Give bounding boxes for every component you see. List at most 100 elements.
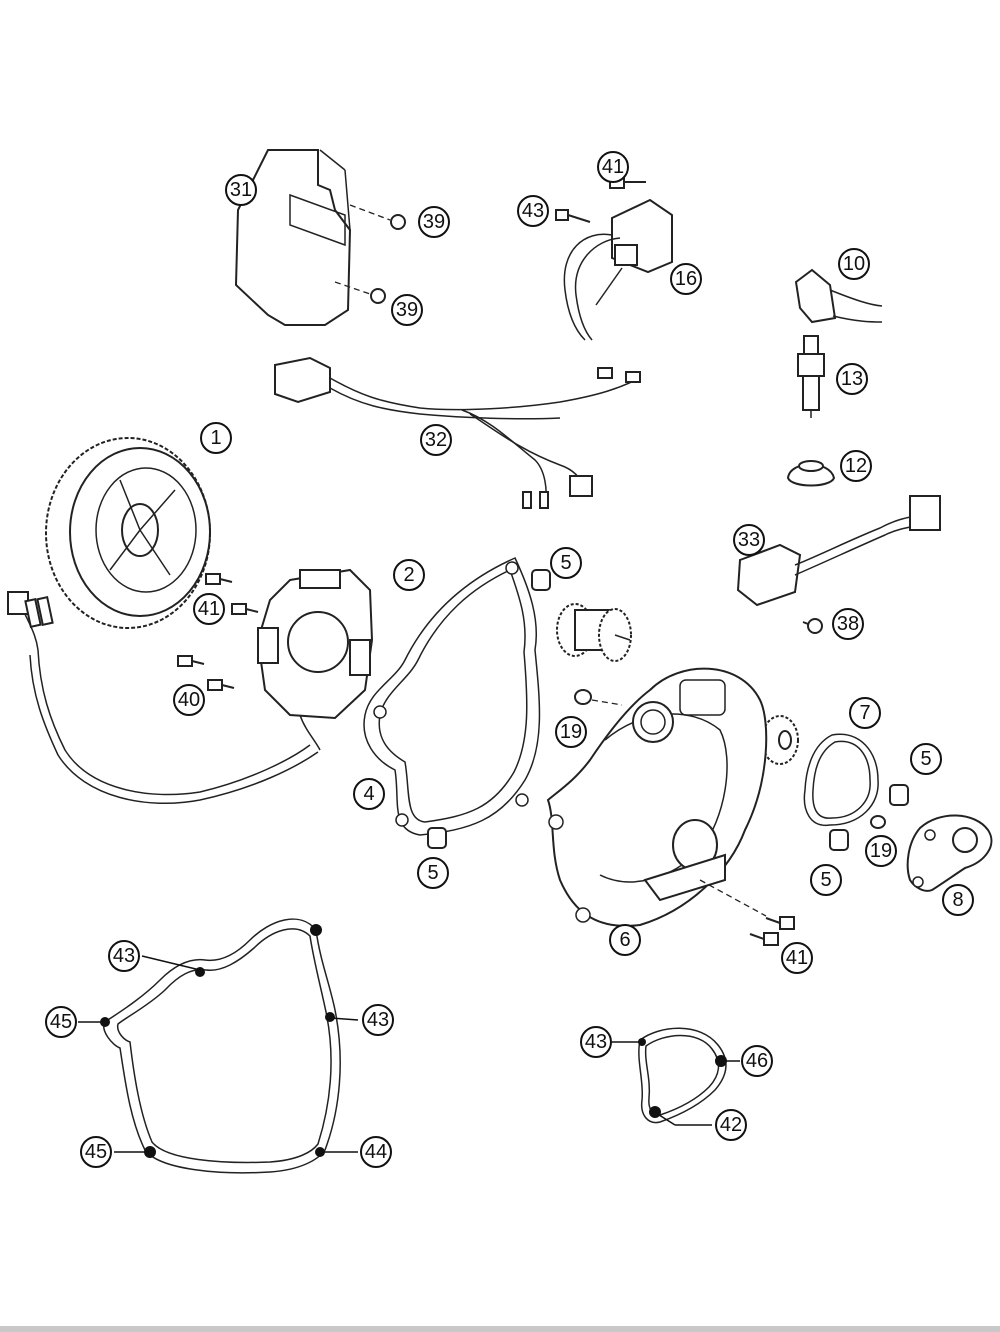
- svg-text:43: 43: [585, 1031, 607, 1053]
- screw-38: [802, 618, 823, 634]
- svg-text:39: 39: [396, 299, 418, 321]
- ignition-cover: [546, 667, 768, 927]
- svg-text:45: 45: [50, 1011, 72, 1033]
- callout-38: 38: [832, 608, 864, 640]
- spark-plug: [797, 335, 825, 418]
- svg-text:32: 32: [425, 429, 447, 451]
- svg-text:44: 44: [365, 1141, 387, 1163]
- stator: [256, 568, 374, 751]
- callout-43-gasket-top: 43: [108, 940, 140, 972]
- screws-41-cover: [699, 879, 795, 946]
- svg-text:43: 43: [522, 200, 544, 222]
- wiring-harness: [274, 356, 641, 509]
- svg-text:19: 19: [560, 721, 582, 743]
- callout-5-left: 5: [417, 857, 449, 889]
- ignition-coil: [563, 198, 673, 341]
- screw-39-upper: [349, 204, 406, 230]
- callout-8: 8: [942, 884, 974, 916]
- callout-42: 42: [715, 1109, 747, 1141]
- svg-text:6: 6: [619, 929, 630, 951]
- callout-19-right: 19: [865, 835, 897, 867]
- dowel-sleeve-4: [829, 829, 849, 851]
- svg-text:5: 5: [820, 869, 831, 891]
- bottom-border: [0, 1326, 1000, 1332]
- large-gasket-outline: [100, 918, 341, 1174]
- svg-text:38: 38: [837, 613, 859, 635]
- leader-lines: [78, 955, 740, 1153]
- nut-19-left: [574, 689, 623, 706]
- callout-4: 4: [353, 778, 385, 810]
- callout-45-bottom: 45: [80, 1136, 112, 1168]
- callout-5-top: 5: [550, 547, 582, 579]
- callout-31: 31: [225, 174, 257, 206]
- callout-43-small-gasket: 43: [580, 1026, 612, 1058]
- callout-5-right: 5: [910, 743, 942, 775]
- callout-43-gasket-right: 43: [362, 1004, 394, 1036]
- dowel-sleeve-3: [889, 784, 909, 806]
- svg-text:41: 41: [786, 947, 808, 969]
- voltage-regulator: [736, 495, 941, 607]
- svg-text:42: 42: [720, 1114, 742, 1136]
- callout-39-lower: 39: [391, 294, 423, 326]
- ignition-control-unit: [234, 149, 352, 326]
- dowel-sleeve-1: [531, 569, 551, 591]
- svg-text:13: 13: [841, 368, 863, 390]
- screw-43-top: [555, 209, 591, 223]
- callout-5-bottom: 5: [810, 864, 842, 896]
- svg-text:16: 16: [675, 268, 697, 290]
- svg-text:2: 2: [403, 564, 414, 586]
- small-cover-gasket: [803, 733, 879, 826]
- callout-19-left: 19: [555, 716, 587, 748]
- svg-text:1: 1: [210, 427, 221, 449]
- callout-7: 7: [849, 697, 881, 729]
- svg-text:43: 43: [113, 945, 135, 967]
- callout-16: 16: [670, 263, 702, 295]
- ignition-cover-gasket: [363, 557, 541, 836]
- svg-text:8: 8: [952, 889, 963, 911]
- screws-41-stator: [205, 573, 259, 615]
- callout-41-cover: 41: [781, 942, 813, 974]
- callout-41-stator: 41: [193, 593, 225, 625]
- svg-text:43: 43: [367, 1009, 389, 1031]
- callout-10: 10: [838, 248, 870, 280]
- callout-32: 32: [420, 424, 452, 456]
- svg-text:7: 7: [859, 702, 870, 724]
- callout-13: 13: [836, 363, 868, 395]
- screw-39-lower: [334, 281, 386, 304]
- svg-text:19: 19: [870, 840, 892, 862]
- svg-text:5: 5: [427, 862, 438, 884]
- intermediate-gear: [556, 603, 632, 662]
- spark-plug-seal: [786, 460, 836, 487]
- callout-39-upper: 39: [418, 206, 450, 238]
- callout-46: 46: [741, 1045, 773, 1077]
- svg-text:33: 33: [738, 529, 760, 551]
- stator-cable: [7, 591, 319, 805]
- callout-40: 40: [173, 684, 205, 716]
- svg-text:12: 12: [845, 455, 867, 477]
- callout-45-left: 45: [45, 1006, 77, 1038]
- spark-plug-connector: [794, 268, 883, 324]
- small-gear: [761, 715, 799, 765]
- clutch-cover-small: [906, 814, 993, 892]
- svg-text:46: 46: [746, 1050, 768, 1072]
- svg-text:4: 4: [363, 783, 374, 805]
- callout-2: 2: [393, 559, 425, 591]
- svg-text:45: 45: [85, 1141, 107, 1163]
- svg-text:31: 31: [230, 179, 252, 201]
- svg-text:41: 41: [602, 156, 624, 178]
- svg-text:39: 39: [423, 211, 445, 233]
- callout-41-top: 41: [597, 151, 629, 183]
- callout-1: 1: [200, 422, 232, 454]
- callout-6: 6: [609, 924, 641, 956]
- svg-text:40: 40: [178, 689, 200, 711]
- nut-19-right: [870, 815, 886, 829]
- callout-44: 44: [360, 1136, 392, 1168]
- callout-12: 12: [840, 450, 872, 482]
- dowel-sleeve-2: [427, 827, 447, 849]
- rotor-flywheel: [45, 437, 211, 629]
- svg-text:5: 5: [560, 552, 571, 574]
- callout-33: 33: [733, 524, 765, 556]
- screws-40: [177, 655, 235, 691]
- svg-text:10: 10: [843, 253, 865, 275]
